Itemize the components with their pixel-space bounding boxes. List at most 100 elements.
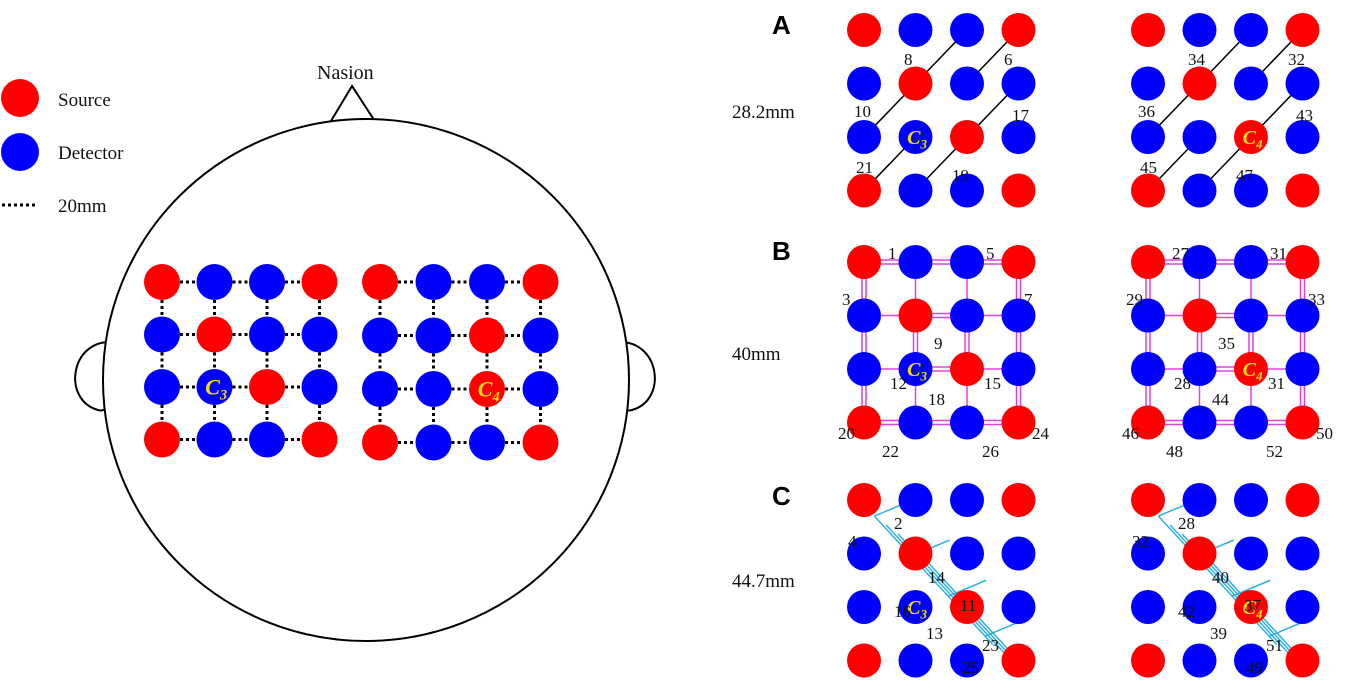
- source-optode: [1182, 66, 1217, 101]
- detector-optode: [847, 298, 881, 333]
- source-optode: [1234, 352, 1268, 386]
- detector-optode: [522, 317, 559, 354]
- channel-number: 48: [1166, 442, 1183, 461]
- source-optode: [362, 264, 398, 300]
- channel-number: 19: [952, 166, 969, 185]
- source-optode: [898, 66, 933, 101]
- channel-number: 50: [1316, 424, 1333, 443]
- detector-optode: [898, 643, 933, 678]
- source-optode: [144, 264, 180, 300]
- detector-optode: [1285, 536, 1320, 571]
- source-optode: [950, 352, 984, 386]
- legend: Source Detector 20mm: [1, 79, 124, 217]
- channel-number: 13: [926, 624, 943, 643]
- detector-optode: [1234, 483, 1268, 517]
- detector-optode: [950, 66, 984, 101]
- legend-distance-label: 20mm: [58, 196, 107, 217]
- channel-number: 4: [848, 532, 857, 551]
- detector-optode: [898, 245, 933, 279]
- channel-number: 15: [984, 374, 1001, 393]
- source-optode: [196, 316, 233, 353]
- detector-optode: [898, 483, 933, 517]
- detector-optode: [847, 66, 881, 101]
- source-optode: [898, 298, 933, 333]
- source-optode: [1001, 483, 1036, 517]
- detector-optode: [1001, 66, 1036, 101]
- channel-number: 49: [1246, 658, 1263, 677]
- source-optode: [522, 424, 559, 461]
- panel-letter: A: [772, 10, 791, 40]
- channel-number: 36: [1138, 102, 1155, 121]
- source-optode: [1001, 405, 1036, 440]
- panel-letter: C: [772, 481, 791, 511]
- source-optode: [1131, 13, 1165, 47]
- channel-number: 2: [894, 514, 903, 533]
- source-optode: [1285, 405, 1320, 440]
- detector-optode: [1234, 643, 1268, 678]
- detector-optode: [522, 371, 559, 407]
- detector-optode: [1001, 590, 1036, 624]
- source-optode: [1131, 173, 1165, 208]
- detector-optode: [249, 421, 285, 458]
- detector-optode: [898, 590, 933, 624]
- detector-optode: [1131, 66, 1165, 101]
- source-optode: [469, 317, 505, 354]
- panel-c-right-electrode-label: C4: [1243, 597, 1263, 621]
- channel-line: [1157, 515, 1278, 645]
- source-optode: [1234, 120, 1268, 154]
- detector-optode: [1131, 298, 1165, 333]
- legend-source-dot: [1, 79, 39, 117]
- channel-number: 39: [1210, 624, 1227, 643]
- channel-number: 32: [1288, 50, 1305, 69]
- detector-optode: [249, 264, 285, 300]
- right-head-grid: C4: [362, 264, 559, 461]
- detector-optode: [1182, 590, 1217, 624]
- channel-number: 28: [1178, 514, 1195, 533]
- detector-optode: [1234, 298, 1268, 333]
- channel-number: 33: [1308, 290, 1325, 309]
- detector-optode: [1001, 536, 1036, 571]
- panel-b-left-electrode-label: C3: [907, 359, 927, 383]
- source-optode: [1285, 173, 1320, 208]
- detector-optode: [362, 317, 398, 354]
- channel-number: 20: [838, 424, 855, 443]
- detector-optode: [950, 173, 984, 208]
- legend-detector-label: Detector: [58, 143, 124, 164]
- source-optode: [1285, 13, 1320, 47]
- source-optode: [469, 371, 505, 407]
- source-optode: [847, 643, 881, 678]
- right-head-grid-electrode-label: C4: [478, 377, 500, 406]
- detector-optode: [1182, 245, 1217, 279]
- detector-optode: [898, 13, 933, 47]
- channel-number: 16: [894, 602, 911, 621]
- detector-optode: [1182, 13, 1217, 47]
- source-optode: [249, 369, 285, 405]
- channel-number: 46: [1122, 424, 1139, 443]
- source-optode: [1001, 13, 1036, 47]
- source-optode: [1001, 173, 1036, 208]
- detector-optode: [415, 424, 452, 461]
- detector-optode: [144, 369, 180, 405]
- detector-optode: [1234, 536, 1268, 571]
- channel-number: 18: [928, 390, 945, 409]
- channel-number: 10: [854, 102, 871, 121]
- detector-optode: [1234, 405, 1268, 440]
- detector-optode: [196, 421, 233, 458]
- detector-optode: [1285, 352, 1320, 386]
- source-optode: [847, 13, 881, 47]
- detector-optode: [950, 483, 984, 517]
- channel-number: 14: [928, 568, 946, 587]
- source-optode: [950, 590, 984, 624]
- detector-optode: [950, 245, 984, 279]
- detector-optode: [1001, 352, 1036, 386]
- channel-number: 45: [1140, 158, 1157, 177]
- legend-source-label: Source: [58, 90, 111, 111]
